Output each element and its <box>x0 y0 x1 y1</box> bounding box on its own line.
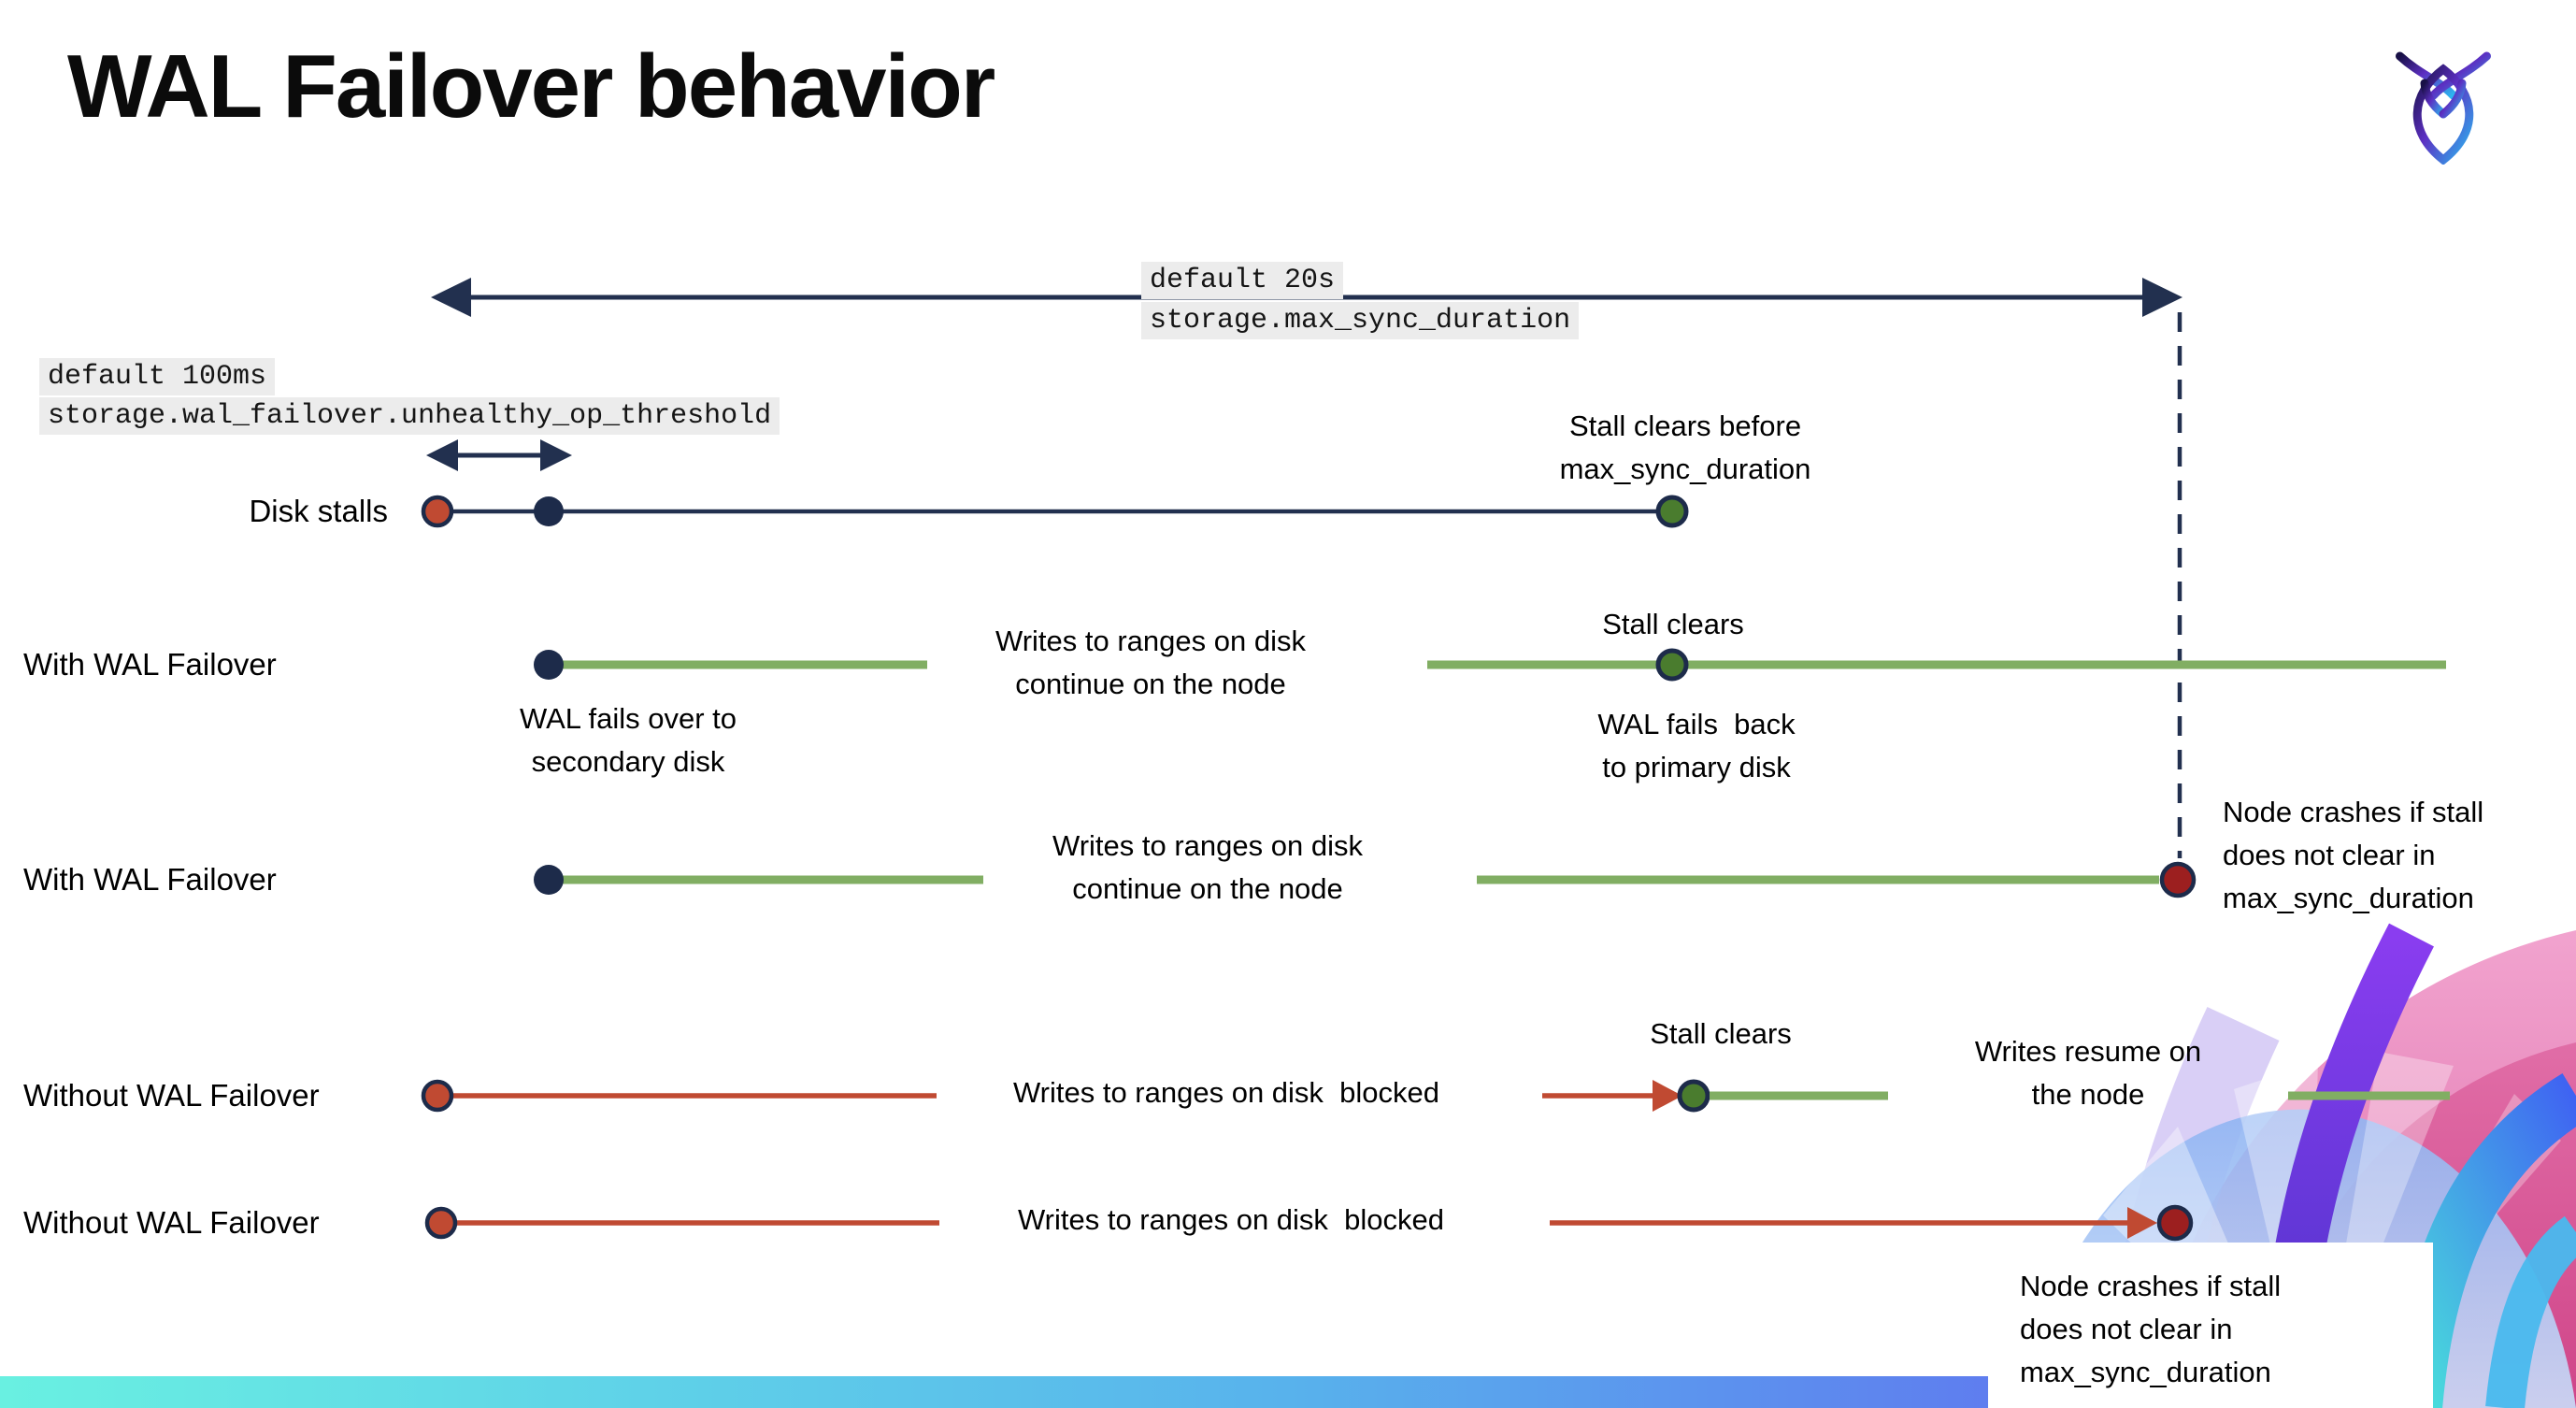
note-writes-continue-2: Writes to ranges on disk continue on the… <box>1052 829 1363 905</box>
note-writes-blocked-2: Writes to ranges on disk blocked <box>1017 1203 1445 1236</box>
failover-dot <box>534 865 564 895</box>
timeline-with-failover-crash <box>534 861 2197 898</box>
max-sync-default-label: default 20s <box>1141 262 1344 299</box>
disk-stall-start-dot <box>421 495 454 528</box>
row-label-without-wal-failover-2: Without WAL Failover <box>23 1205 320 1240</box>
unhealthy-op-threshold-arrow <box>426 439 572 471</box>
note-wal-fails-back: WAL fails back to primary disk <box>1597 708 1796 783</box>
blocked-arrowhead <box>1653 1080 1682 1112</box>
note-node-crashes-1: Node crashes if stall does not clear in … <box>2223 796 2484 914</box>
failover-dot <box>534 650 564 680</box>
note-stall-clears-before: Stall clears before max_sync_duration <box>1559 409 1811 485</box>
stall-clears-dot <box>1655 495 1689 528</box>
row-label-with-wal-failover-1: With WAL Failover <box>23 647 277 682</box>
unhealthy-op-setting-label: storage.wal_failover.unhealthy_op_thresh… <box>39 397 780 435</box>
page-title: WAL Failover behavior <box>67 36 995 136</box>
node-crash-callout: Node crashes if stall does not clear in … <box>1988 1243 2433 1408</box>
cyan-arc-small <box>2485 1215 2576 1408</box>
cockroachdb-logo-icon <box>2396 51 2491 165</box>
stall-clears-dot <box>1677 1079 1710 1113</box>
node-crash-dot <box>2159 861 2197 898</box>
failover-trigger-dot <box>534 496 564 526</box>
disk-stall-start-dot <box>424 1206 458 1240</box>
row-label-without-wal-failover-1: Without WAL Failover <box>23 1078 320 1113</box>
unhealthy-op-default-label: default 100ms <box>39 358 276 395</box>
row-label-disk-stalls: Disk stalls <box>249 494 388 528</box>
timeline-disk-stalls <box>421 495 1689 528</box>
stall-clears-dot <box>1655 648 1689 682</box>
note-writes-continue-1: Writes to ranges on disk continue on the… <box>995 625 1306 700</box>
timeline-with-failover-clears <box>534 648 2446 682</box>
note-node-crashes-2: Node crashes if stall does not clear in … <box>2020 1270 2282 1388</box>
timeline-without-failover-crash <box>424 1204 2194 1242</box>
note-wal-fails-over: WAL fails over to secondary disk <box>519 702 737 778</box>
max-sync-setting-label: storage.max_sync_duration <box>1141 302 1580 339</box>
node-crash-dot <box>2156 1204 2194 1242</box>
row-label-with-wal-failover-2: With WAL Failover <box>23 862 277 897</box>
note-writes-resume: Writes resume on the node <box>1974 1035 2202 1111</box>
note-stall-clears-1: Stall clears <box>1602 608 1744 640</box>
timeline-without-failover-clears <box>421 1079 2450 1113</box>
note-stall-clears-2: Stall clears <box>1650 1017 1792 1050</box>
note-writes-blocked-1: Writes to ranges on disk blocked <box>1012 1076 1440 1109</box>
blocked-arrowhead <box>2127 1207 2157 1239</box>
disk-stall-start-dot <box>421 1079 454 1113</box>
